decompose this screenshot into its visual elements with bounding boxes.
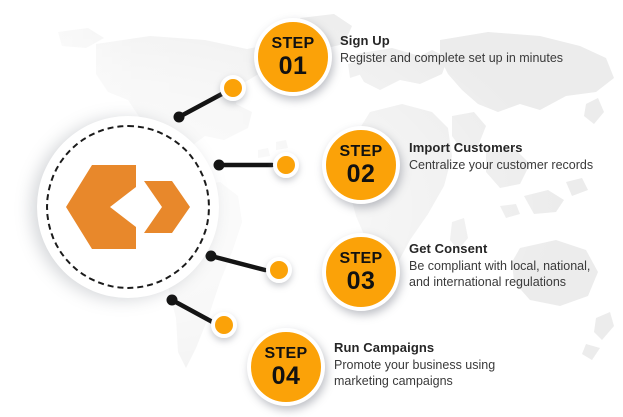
step-word-1: STEP (271, 34, 315, 52)
hub-circle (37, 116, 219, 298)
step-circle-3[interactable]: STEP 03 (322, 233, 400, 311)
step-title-4: Run Campaigns (334, 340, 435, 355)
step-text-2: Import Customers Centralize your custome… (409, 140, 615, 173)
step-description-2: Centralize your customer records (409, 158, 594, 172)
step-number-4: 04 (271, 361, 301, 390)
step-title-3: Get Consent (409, 241, 488, 256)
step-text-4: Run Campaigns Promote your business usin… (334, 340, 524, 389)
hub-dashed-ring (46, 125, 210, 289)
step-text-1: Sign Up Register and complete set up in … (340, 33, 612, 66)
step-description-3: Be compliant with local, national, and i… (409, 259, 591, 289)
step-title-1: Sign Up (340, 33, 390, 48)
step-circle-1[interactable]: STEP 01 (254, 18, 332, 96)
step-text-3: Get Consent Be compliant with local, nat… (409, 241, 599, 290)
connector-dot-2 (273, 152, 299, 178)
step-circle-4[interactable]: STEP 04 (247, 328, 325, 406)
step-description-4: Promote your business using marketing ca… (334, 358, 496, 388)
step-number-2: 02 (346, 159, 376, 188)
step-circle-2[interactable]: STEP 02 (322, 126, 400, 204)
step-title-2: Import Customers (409, 140, 523, 155)
chevron-pair-logo-icon (66, 165, 190, 249)
step-description-1: Register and complete set up in minutes (340, 51, 564, 65)
step-word-3: STEP (339, 249, 383, 267)
connector-dot-1 (220, 75, 246, 101)
connector-dot-3 (266, 257, 292, 283)
step-number-1: 01 (278, 51, 308, 80)
step-word-4: STEP (264, 344, 308, 362)
step-number-3: 03 (346, 266, 376, 295)
step-word-2: STEP (339, 142, 383, 160)
connector-dot-4 (211, 312, 237, 338)
